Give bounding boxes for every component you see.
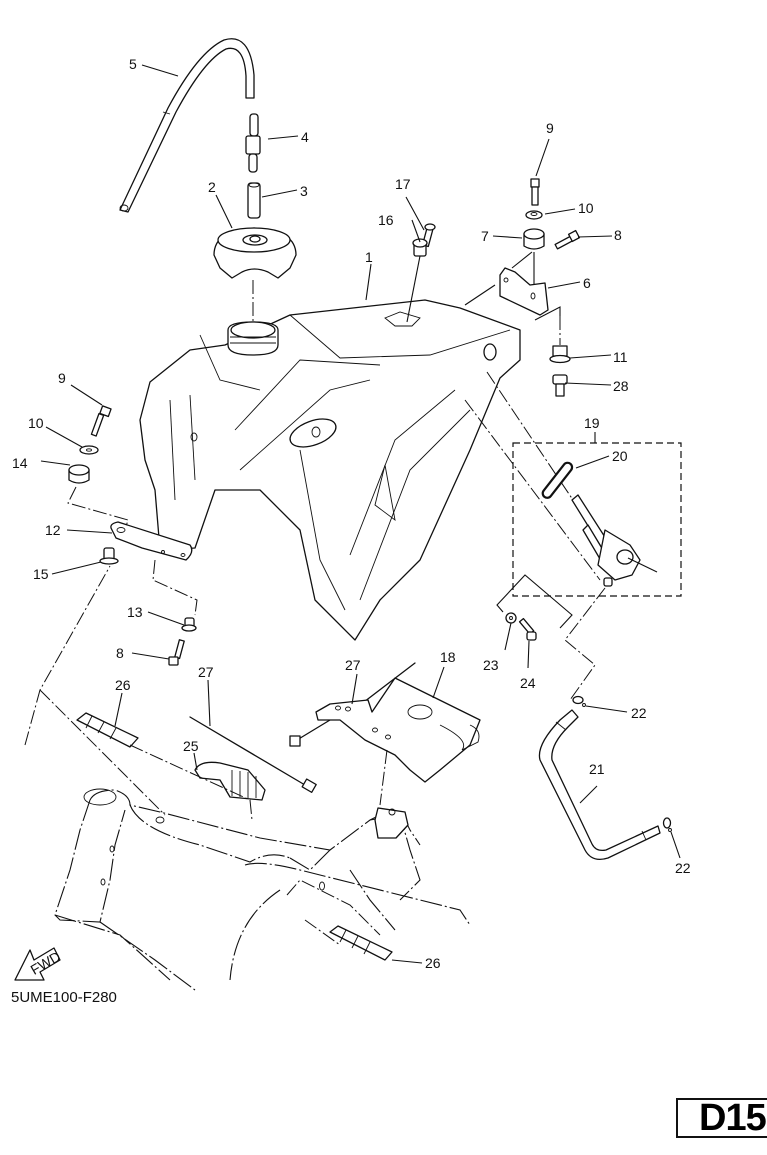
callout-19[interactable]: 19 (584, 415, 600, 431)
callout-3[interactable]: 3 (300, 183, 308, 199)
fuel-tank[interactable] (139, 299, 521, 641)
tank-bracket[interactable] (499, 267, 549, 316)
cable-tie-stay[interactable] (289, 662, 416, 747)
washer-front[interactable] (79, 445, 99, 455)
washer-rear[interactable] (525, 210, 543, 220)
cap-hose-joint[interactable] (247, 182, 261, 219)
motorcycle-frame (54, 788, 471, 991)
callout-27-tie[interactable]: 27 (198, 664, 214, 680)
rear-bolt[interactable] (552, 374, 568, 397)
collar-stay[interactable] (99, 547, 119, 565)
o-ring[interactable] (541, 461, 574, 500)
bolt-front[interactable] (90, 405, 112, 437)
cock-screw[interactable] (518, 617, 537, 641)
callout-20[interactable]: 20 (612, 448, 628, 464)
callout-25[interactable]: 25 (183, 738, 199, 754)
leader-lines (40, 64, 681, 964)
callout-9-front[interactable]: 9 (58, 370, 66, 386)
page-id: D15 (699, 1097, 767, 1139)
front-damper[interactable] (68, 464, 90, 484)
breather-hose[interactable] (119, 38, 255, 213)
callout-11[interactable]: 11 (613, 349, 628, 365)
callout-12[interactable]: 12 (45, 522, 61, 538)
callout-15[interactable]: 15 (33, 566, 49, 582)
callout-8-rear[interactable]: 8 (614, 227, 622, 243)
callout-18[interactable]: 18 (440, 649, 456, 665)
bracket-bolt-front[interactable] (168, 639, 185, 666)
collar-front[interactable] (181, 617, 197, 632)
callout-6[interactable]: 6 (583, 275, 591, 291)
callout-26-front[interactable]: 26 (115, 677, 131, 693)
callout-21[interactable]: 21 (589, 761, 605, 777)
callout-10-rear[interactable]: 10 (578, 200, 594, 216)
fuel-cock-assy-box (512, 442, 682, 597)
side-cover-stay[interactable] (315, 677, 481, 783)
callout-10-front[interactable]: 10 (28, 415, 44, 431)
callout-24[interactable]: 24 (520, 675, 536, 691)
callout-7[interactable]: 7 (481, 228, 489, 244)
collar-rear[interactable] (549, 345, 571, 364)
hose-clip-lower[interactable] (662, 817, 672, 832)
callout-1[interactable]: 1 (365, 249, 373, 265)
callout-26-rear[interactable]: 26 (425, 955, 441, 971)
callout-22-upper[interactable]: 22 (631, 705, 647, 721)
callout-2[interactable]: 2 (208, 179, 216, 195)
breather-valve[interactable] (245, 113, 261, 173)
bracket-bolt-rear[interactable] (554, 229, 581, 250)
callout-17[interactable]: 17 (395, 176, 411, 192)
callout-5[interactable]: 5 (129, 56, 137, 72)
drawing-code: 5UME100-F280 (11, 989, 117, 1006)
callout-28[interactable]: 28 (613, 378, 629, 394)
fuel-cap[interactable] (213, 227, 297, 279)
callout-14[interactable]: 14 (12, 455, 28, 471)
bolt-rear[interactable] (530, 178, 540, 206)
cable-tie[interactable] (189, 716, 317, 793)
callout-labels: 1 2 3 4 5 6 7 8 8 9 9 10 10 11 12 13 14 … (12, 56, 691, 971)
callout-23[interactable]: 23 (483, 657, 499, 673)
callout-27-stay[interactable]: 27 (345, 657, 361, 673)
hose-clip-upper[interactable] (572, 695, 586, 707)
fwd-arrow-icon: FWD (14, 947, 63, 981)
callout-8-front[interactable]: 8 (116, 645, 124, 661)
cock-washer[interactable] (505, 612, 517, 624)
callout-4[interactable]: 4 (301, 129, 309, 145)
callout-9-rear[interactable]: 9 (546, 120, 554, 136)
fuel-hose[interactable] (538, 709, 661, 861)
damper-pad-rear[interactable] (329, 925, 393, 961)
damper-pad-front[interactable] (76, 712, 139, 748)
callout-16[interactable]: 16 (378, 212, 394, 228)
callout-13[interactable]: 13 (127, 604, 143, 620)
rear-damper[interactable] (523, 228, 545, 250)
page-id-box: D15 (676, 1097, 767, 1139)
callout-22-lower[interactable]: 22 (675, 860, 691, 876)
fuel-cock[interactable] (571, 494, 658, 587)
rubber-grommet[interactable] (194, 761, 266, 801)
front-stay[interactable] (110, 521, 193, 561)
